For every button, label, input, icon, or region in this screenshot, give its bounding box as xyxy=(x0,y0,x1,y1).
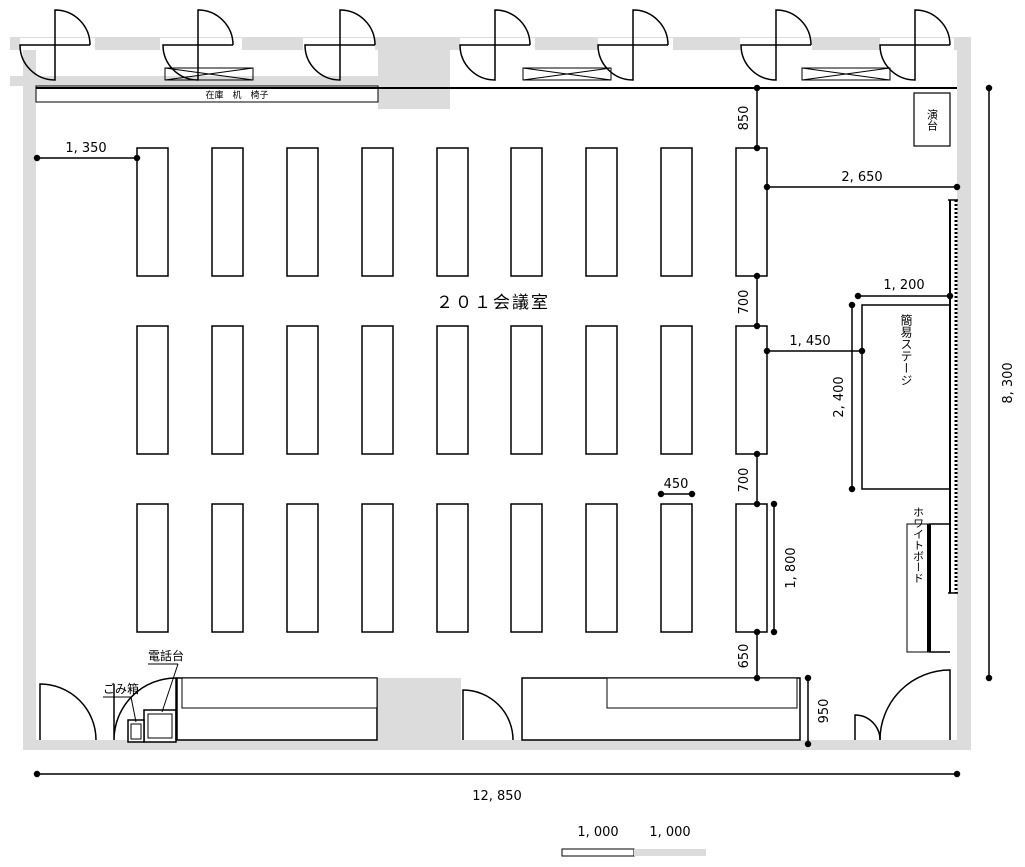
table xyxy=(585,147,618,277)
table xyxy=(211,147,244,277)
counter-right-inner xyxy=(606,677,798,709)
table xyxy=(136,503,169,633)
door-icon xyxy=(304,9,376,81)
dim-overall-depth: 8, 300 xyxy=(1001,362,1016,403)
wall-top-column xyxy=(378,37,450,109)
table xyxy=(436,503,469,633)
scale-label-b: 1, 000 xyxy=(649,825,690,840)
counter-left-inner xyxy=(181,677,378,709)
table xyxy=(361,147,394,277)
dim-table-length: 1, 800 xyxy=(784,547,799,588)
dim-overall-width: 12, 850 xyxy=(472,789,522,804)
dim-right-aisle: 2, 650 xyxy=(841,170,882,185)
table xyxy=(436,325,469,455)
table xyxy=(361,503,394,633)
phone-stand-inner xyxy=(147,713,173,739)
table xyxy=(286,503,319,633)
trash-bin-label: ごみ箱 xyxy=(103,681,139,696)
table xyxy=(510,147,543,277)
podium: 演台 xyxy=(913,92,951,147)
table xyxy=(286,147,319,277)
dim-stage-depth: 2, 400 xyxy=(832,376,847,417)
table-row-1 xyxy=(136,147,768,277)
table xyxy=(211,325,244,455)
table xyxy=(660,147,693,277)
table xyxy=(136,325,169,455)
dim-row-gap-2: 700 xyxy=(737,468,752,493)
vent-icon xyxy=(801,67,891,81)
door-icon xyxy=(39,683,97,741)
dim-bottom-clearance: 650 xyxy=(737,644,752,669)
door-icon xyxy=(740,9,812,81)
wall-bottom-column xyxy=(378,678,461,750)
table xyxy=(510,325,543,455)
table xyxy=(660,503,693,633)
dim-counter-depth: 950 xyxy=(817,699,832,724)
table xyxy=(585,503,618,633)
door-icon xyxy=(879,669,951,741)
vent-icon xyxy=(164,67,254,81)
wall-right xyxy=(957,37,971,750)
bottom-doors xyxy=(39,669,951,741)
wall-left xyxy=(23,37,36,750)
door-icon xyxy=(459,9,531,81)
bottom-labels: 電話台 ごみ箱 xyxy=(103,648,184,723)
top-window-wall xyxy=(20,38,954,50)
door-icon xyxy=(113,677,177,741)
wall-bottom xyxy=(23,740,971,750)
scale-bar: 1, 000 1, 000 xyxy=(561,825,706,857)
table xyxy=(735,147,768,277)
whiteboard-label: ホワイトボード xyxy=(912,506,925,583)
door-icon xyxy=(19,9,91,81)
dim-table-width: 450 xyxy=(664,477,689,492)
top-vents xyxy=(164,67,891,81)
storage-label: 在庫 机 椅子 xyxy=(205,89,268,101)
table-row-3 xyxy=(136,503,768,633)
dim-row-gap-1: 700 xyxy=(737,290,752,315)
vent-icon xyxy=(522,67,612,81)
top-doors xyxy=(19,9,951,81)
tables xyxy=(136,147,768,633)
table xyxy=(136,147,169,277)
dimension-labels: 1, 350 2, 650 850 700 700 650 1, 450 1, … xyxy=(65,106,1016,804)
table xyxy=(585,325,618,455)
dimension-lines xyxy=(33,84,993,778)
right-wall-details xyxy=(948,199,958,594)
door-icon xyxy=(597,9,669,81)
dim-stage-gap: 1, 450 xyxy=(789,334,830,349)
walls xyxy=(10,37,971,750)
phone-stand-label: 電話台 xyxy=(148,648,184,663)
table xyxy=(436,147,469,277)
stage-label: 簡易ステージ xyxy=(899,313,913,386)
table xyxy=(211,503,244,633)
table xyxy=(361,325,394,455)
wall-top-inner xyxy=(10,76,450,86)
whiteboard: ホワイトボード xyxy=(906,506,950,653)
table xyxy=(510,503,543,633)
bottom-fixtures xyxy=(127,677,801,743)
table xyxy=(660,325,693,455)
stage: 簡易ステージ xyxy=(861,304,951,490)
room-name: ２０１会議室 xyxy=(436,293,550,313)
podium-label: 演台 xyxy=(926,108,939,131)
dim-left-offset: 1, 350 xyxy=(65,141,106,156)
storage-area: 在庫 机 椅子 xyxy=(35,85,957,103)
table xyxy=(286,325,319,455)
scale-label-a: 1, 000 xyxy=(577,825,618,840)
door-icon xyxy=(462,689,514,741)
table xyxy=(735,503,768,633)
table xyxy=(735,325,768,455)
dim-top-clearance: 850 xyxy=(737,106,752,131)
trash-bin-inner xyxy=(130,723,142,740)
table-row-2 xyxy=(136,325,768,455)
door-icon xyxy=(854,714,881,741)
dim-stage-width: 1, 200 xyxy=(883,278,924,293)
